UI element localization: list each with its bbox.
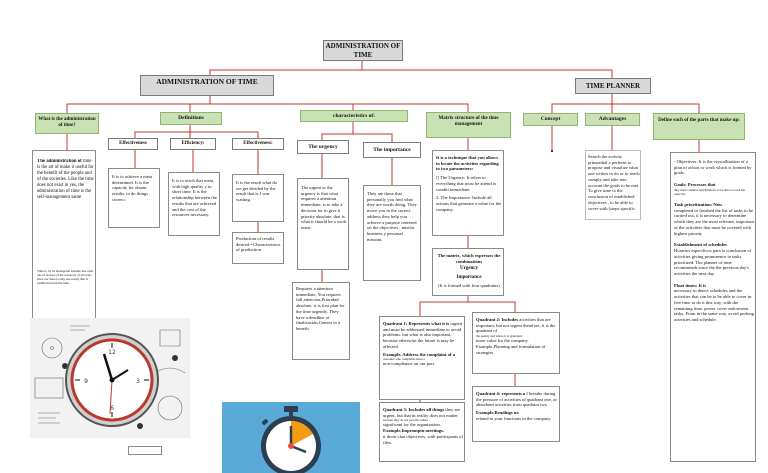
- wall-clock-icon: 12 3 6 9: [30, 318, 190, 438]
- efficiency-text: It is to reach that meta, with high qual…: [172, 178, 217, 218]
- line-main-left: [209, 60, 363, 75]
- define-float-body: necessary to detect schedules and the ac…: [674, 288, 754, 323]
- what-is-title: The administration of: [37, 159, 82, 164]
- line-q2: [468, 301, 516, 312]
- q4-example: Example.Readings no: [476, 410, 519, 416]
- svg-text:3: 3: [136, 378, 140, 385]
- line-char-sub2: [353, 133, 393, 142]
- caption-box: [128, 446, 162, 455]
- subheader-efficiency: Efficiency:: [170, 138, 216, 150]
- define-float-title: Float times: It is: [674, 282, 707, 288]
- line-def-sub3: [190, 131, 259, 138]
- quadrant3-box: Quadrant 3: Includes all things they are…: [379, 402, 465, 462]
- importance-text: They are these that personally you find …: [367, 191, 417, 242]
- q3-example: Example.Impromptu meetings.: [383, 428, 445, 434]
- urgency-box: The urgent or the urgency is that what r…: [297, 178, 349, 270]
- effectiveness-text: It is to achieve a meta determined. It i…: [112, 174, 153, 202]
- q3-end: it those chat objectives, with participa…: [383, 433, 463, 445]
- what-is-box: The administration of time is the art of…: [32, 150, 96, 338]
- effectiveness-box: It is to achieve a meta determined. It i…: [108, 168, 160, 228]
- q2-title: Quadrant 2: Includes: [476, 317, 519, 322]
- header-define-each: Define each of the parts that make up:: [653, 113, 745, 140]
- define-task-body: completed or finished the list of tasks …: [674, 207, 754, 236]
- advantages-box: Search the activity primordial a perform…: [585, 150, 641, 220]
- line-left-bar: [66, 96, 211, 113]
- header-advantages: Advantages: [585, 113, 640, 126]
- q1-body: urgent and must be addressed immediate t…: [383, 321, 462, 349]
- q1-example: Example. Address the complaint of a: [383, 351, 455, 357]
- q3-body: they are urgent, but that in reality doe…: [383, 407, 461, 418]
- define-objectives: - Objectives: It is the crystallization …: [674, 159, 752, 176]
- subheader-urgency: The urgency: [297, 140, 349, 154]
- production-box: Production of results desired • Characte…: [232, 232, 284, 264]
- svg-text:6: 6: [110, 405, 114, 412]
- define-sched-title: Establishment of schedules: [674, 242, 727, 248]
- main-title: ADMINISTRATION OF TIME: [323, 40, 403, 61]
- q2-tail: more value for the company. Example.Plan…: [476, 338, 546, 355]
- matrix-combo-note: (It is formed with four quadrants): [438, 282, 500, 288]
- right-title: TIME PLANNER: [575, 78, 651, 94]
- subheader-importance: The importance: [363, 142, 421, 158]
- effectiveness2-text: It is the result what do we get divided …: [236, 180, 277, 203]
- q4-tail: related to your functions in the company…: [476, 415, 552, 421]
- subheader-effectiveness: Effectiveness: [108, 138, 158, 150]
- stopwatch-icon: [222, 402, 360, 473]
- q2-body: activities that are important, but not u…: [476, 317, 556, 334]
- effectiveness2-box: It is the result what do we get divided …: [232, 174, 284, 222]
- what-is-body: time is the art of make it useful for th…: [37, 159, 94, 200]
- urgency-text: The urgent or the urgency is that what r…: [301, 185, 347, 231]
- define-sched-body: Horarios especificos para la conclusion …: [674, 248, 752, 277]
- line-char-sub1: [321, 122, 354, 140]
- matrix-importance: 2. The Importance: Include all actions t…: [436, 195, 502, 212]
- concept-text: Search the activity primordial a perform…: [588, 154, 640, 211]
- importance-box: They are these that personally you find …: [363, 185, 421, 281]
- header-concept: Concept: [523, 113, 578, 126]
- q1-title: Quadrant 1: Represents what it is: [383, 321, 450, 326]
- left-title: ADMINISTRATION OF TIME: [140, 75, 274, 96]
- matrix-combo-title: The matrix, which expresses the combinat…: [437, 253, 501, 264]
- q4-title: Quadrant 4: represents a: [476, 391, 526, 396]
- define-each-box: - Objectives: It is the crystallization …: [670, 152, 756, 462]
- q3-tail: significant for the organization.: [383, 422, 441, 428]
- efficiency-box: It is to reach that meta, with high qual…: [168, 172, 220, 236]
- line-left-bar-right: [210, 103, 469, 112]
- production-text: Production of results desired • Characte…: [236, 236, 281, 253]
- header-characteristics: characteristics of:: [300, 110, 408, 122]
- matrix-intro-box: It is a technique that you allows to loc…: [432, 150, 504, 236]
- what-is-small: Time is, by its managerial suitable that…: [37, 269, 94, 285]
- q2-small: the quality and where it is generated: [476, 334, 523, 339]
- header-what-is: What is the administration of time?: [35, 113, 99, 134]
- q4-body: l breathe during the pressure of activit…: [476, 391, 557, 408]
- line-q1: [419, 296, 469, 316]
- line-main-right: [362, 69, 613, 78]
- quadrant1-box: Quadrant 1: Represents what it is urgent…: [379, 316, 465, 400]
- define-goals-title: Goals: Processes that: [674, 182, 716, 188]
- line-right-bar: [551, 94, 613, 113]
- line-right-bar-right: [612, 103, 700, 113]
- svg-text:9: 9: [84, 378, 88, 385]
- matrix-intro: It is a technique that you allows to loc…: [436, 155, 499, 172]
- urgency-requires-text: Requires a attention immediate, You requ…: [296, 286, 345, 332]
- matrix-combo-importance: Importance: [456, 274, 482, 280]
- line-def-sub1: [134, 125, 191, 138]
- define-task-title: Task prioritization: Now: [674, 201, 723, 207]
- header-matrix: Matrix structure of the time management: [426, 112, 511, 138]
- svg-text:12: 12: [108, 349, 116, 356]
- matrix-urgency: [] The Urgency: It refers to everything …: [436, 175, 497, 192]
- urgency-requires-box: Requires a attention immediate, You requ…: [292, 282, 350, 360]
- matrix-combo-urgency: Urgency: [459, 266, 479, 272]
- header-definitions: Definitions: [160, 112, 222, 125]
- q3-small: because they do not provide values: [383, 418, 428, 423]
- q1-tail: non-compliance on our part.: [383, 361, 436, 367]
- concept-marker: [551, 150, 553, 152]
- quadrant4-box: Quadrant 4: represents a l breathe durin…: [472, 386, 560, 442]
- matrix-combo-box: The matrix, which expresses the combinat…: [432, 248, 504, 296]
- quadrant2-box: Quadrant 2: Includes activities that are…: [472, 312, 560, 374]
- subheader-effectiveness2: Effectiveness:: [232, 138, 284, 150]
- q1-small: customer who complains about a: [383, 357, 425, 362]
- define-goals-body: they must continue and finish for to be …: [674, 187, 746, 196]
- q3-title: Quadrant 3: Includes all things: [383, 407, 445, 412]
